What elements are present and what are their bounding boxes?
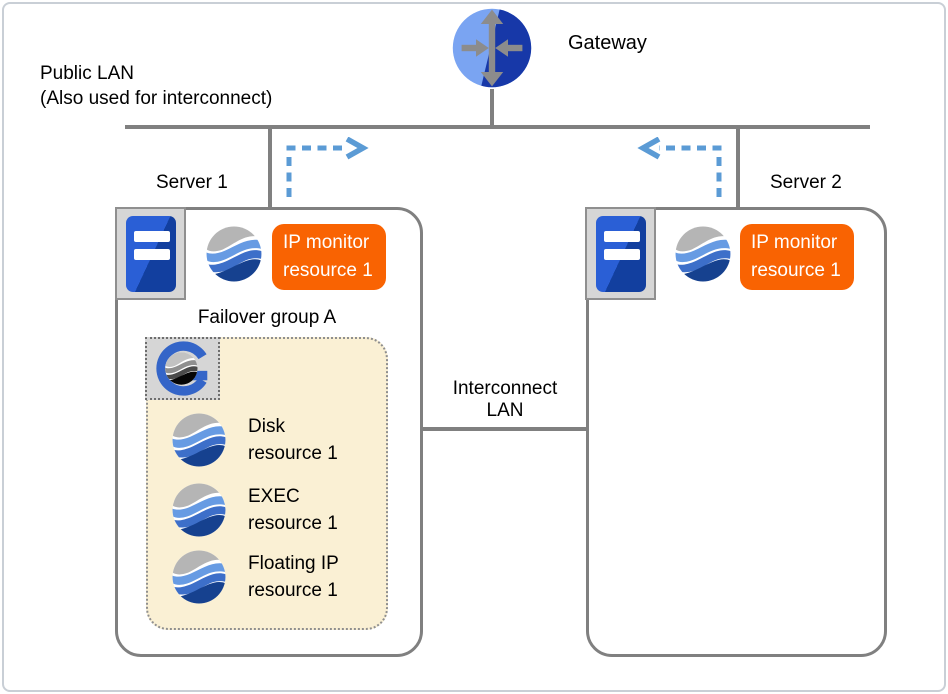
- server1-drop-line: [268, 129, 272, 207]
- badge-line2: resource 1: [283, 260, 373, 281]
- failover-group-label: Failover group A: [197, 307, 337, 328]
- group-g-icon: [156, 341, 208, 396]
- public-lan-label: Public LAN (Also used for interconnect): [40, 61, 272, 111]
- disk-resource-row: Disk resource 1: [172, 413, 338, 467]
- server-tower-icon: [126, 216, 176, 292]
- gateway-drop-line: [490, 89, 494, 125]
- badge-line2: resource 1: [751, 260, 841, 281]
- interconnect-lan-label: Interconnect LAN: [452, 378, 558, 421]
- gateway-label: Gateway: [568, 32, 647, 54]
- disk-resource-label: Disk resource 1: [248, 416, 338, 464]
- public-lan-line2: (Also used for interconnect): [40, 88, 273, 109]
- gateway-router-icon: [452, 8, 532, 88]
- ip-monitor-resource-icon-server2: [675, 226, 731, 282]
- server1-label: Server 1: [156, 172, 228, 193]
- failover-group-icon: [145, 337, 220, 400]
- badge-line1: IP monitor: [283, 232, 370, 253]
- server-tower-icon: [596, 216, 646, 292]
- ip-monitor-resource-icon-server1: [206, 226, 262, 282]
- server2-label: Server 2: [770, 172, 842, 193]
- ip-monitor-badge-server2: IP monitor resource 1: [740, 224, 854, 290]
- floating-ip-resource-label: Floating IP resource 1: [248, 553, 339, 601]
- exec-resource-icon: [172, 483, 226, 537]
- badge-line1: IP monitor: [751, 232, 838, 253]
- failover-group-box: Disk resource 1 EXEC resource 1 Floating…: [146, 337, 388, 630]
- public-lan-line1: Public LAN: [40, 63, 134, 84]
- exec-resource-label: EXEC resource 1: [248, 486, 338, 534]
- monitor-arrow-server1-icon: [286, 137, 369, 197]
- monitor-arrow-server2-icon: [637, 137, 722, 197]
- disk-resource-icon: [172, 413, 226, 467]
- server2-icon: [585, 207, 656, 300]
- interconnect-lan-line: [423, 427, 586, 431]
- floating-ip-resource-icon: [172, 550, 226, 604]
- server2-drop-line: [736, 129, 740, 207]
- ip-monitor-badge-server1: IP monitor resource 1: [272, 224, 386, 290]
- server1-icon: [115, 207, 186, 300]
- exec-resource-row: EXEC resource 1: [172, 483, 338, 537]
- public-lan-line: [125, 125, 870, 129]
- floating-ip-resource-row: Floating IP resource 1: [172, 550, 339, 604]
